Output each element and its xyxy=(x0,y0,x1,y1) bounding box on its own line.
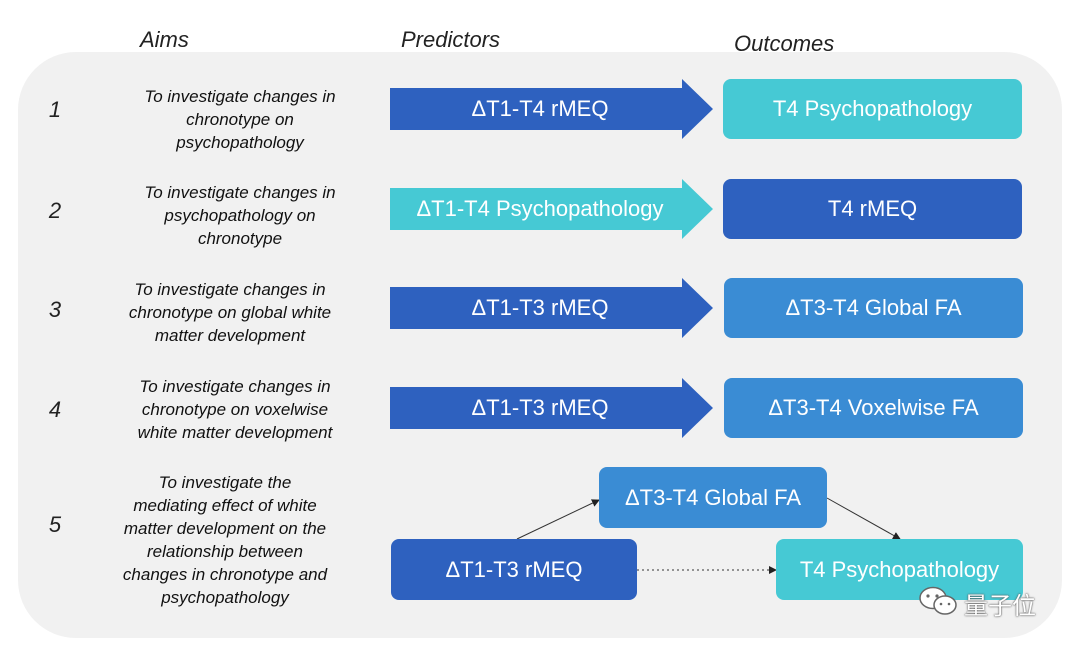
outcome-box: ΔT3-T4 Global FA xyxy=(724,278,1023,338)
predictor-arrow: ΔT1-T3 rMEQ xyxy=(390,278,713,338)
aim-number: 4 xyxy=(48,397,62,422)
mediator-box: ΔT3-T4 Global FA xyxy=(599,467,827,528)
aim-number: 5 xyxy=(48,512,62,537)
outcome-box: ΔT3-T4 Voxelwise FA xyxy=(724,378,1023,438)
predictor-box: ΔT1-T3 rMEQ xyxy=(391,539,637,600)
header-aims: Aims xyxy=(140,27,189,52)
predictor-label: ΔT1-T4 Psychopathology xyxy=(416,196,664,221)
aim-number: 2 xyxy=(48,198,62,223)
watermark-text: 量子位 xyxy=(964,592,1036,620)
aim-number: 3 xyxy=(48,297,62,322)
watermark: 量子位 xyxy=(918,586,1058,620)
predictor-arrow: ΔT1-T4 rMEQ xyxy=(390,79,713,139)
aim-number: 1 xyxy=(48,97,62,122)
predictor-label: ΔT1-T4 rMEQ xyxy=(471,96,609,121)
header-outcomes: Outcomes xyxy=(734,31,835,56)
outcome-box: T4 rMEQ xyxy=(723,179,1022,239)
predictor-label: ΔT1-T3 rMEQ xyxy=(471,395,609,420)
wechat-icon xyxy=(918,585,958,622)
outcome-box: T4 Psychopathology xyxy=(776,539,1023,600)
predictor-arrow: ΔT1-T3 rMEQ xyxy=(390,378,713,438)
predictor-arrow: ΔT1-T4 Psychopathology xyxy=(390,179,713,239)
header-predictors: Predictors xyxy=(401,27,501,52)
predictor-label: ΔT1-T3 rMEQ xyxy=(471,295,609,320)
outcome-box: T4 Psychopathology xyxy=(723,79,1022,139)
